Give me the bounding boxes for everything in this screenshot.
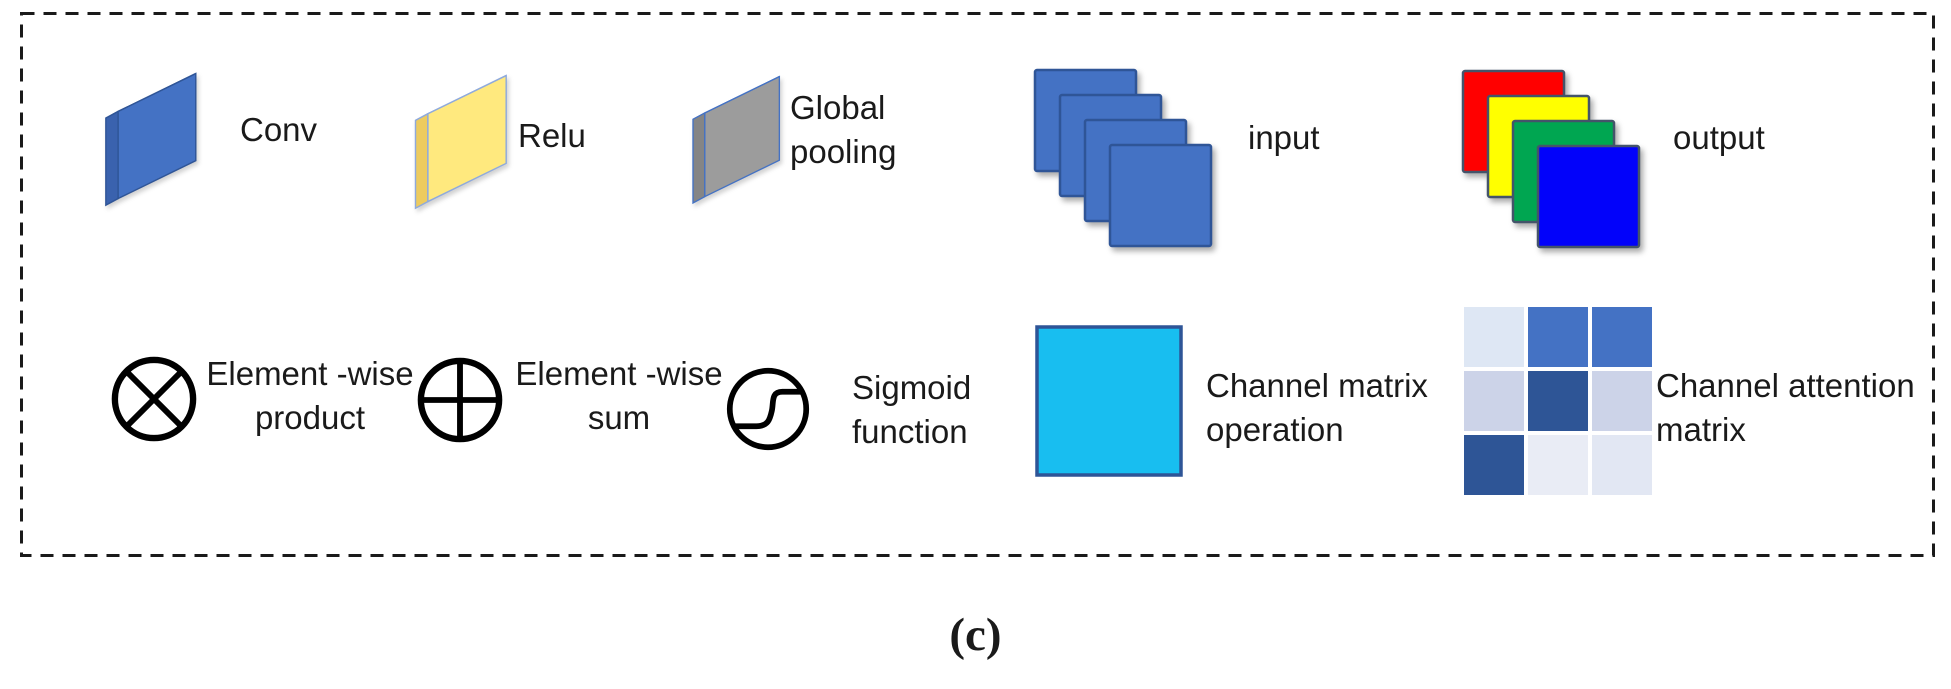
conv-layer-icon xyxy=(105,72,197,207)
channel-attention-matrix-label-line2: matrix xyxy=(1656,411,1746,448)
sigmoid-function-label: Sigmoid function xyxy=(852,366,971,454)
sigmoid-function-icon xyxy=(726,367,810,451)
channel-attention-matrix-label-line1: Channel attention xyxy=(1656,367,1915,404)
channel-matrix-operation-label: Channel matrix operation xyxy=(1206,364,1428,452)
attention-matrix-cell xyxy=(1592,307,1652,367)
figure-caption: (c) xyxy=(949,609,1002,661)
global-pooling-label-line1: Global xyxy=(790,89,886,126)
input-feature-maps-icon xyxy=(1033,68,1213,248)
output-label: output xyxy=(1673,119,1765,156)
attention-matrix-cell xyxy=(1464,307,1524,367)
element-wise-product-icon xyxy=(111,356,197,442)
attention-matrix-cell xyxy=(1528,435,1588,495)
global-pooling-layer-icon xyxy=(692,75,781,205)
element-wise-sum-label-line1: Element -wise xyxy=(515,355,723,392)
element-wise-product-label: Element -wise product xyxy=(198,352,422,440)
sigmoid-function-label-line2: function xyxy=(852,413,968,450)
sigmoid-function-label-line1: Sigmoid xyxy=(852,369,972,406)
relu-label: Relu xyxy=(518,117,586,154)
element-wise-product-label-line2: product xyxy=(254,399,366,436)
channel-matrix-operation-label-line2: operation xyxy=(1206,411,1344,448)
input-label: input xyxy=(1248,119,1320,156)
attention-matrix-cell xyxy=(1592,435,1652,495)
output-feature-maps-icon xyxy=(1461,69,1641,249)
relu-layer-icon xyxy=(414,74,507,210)
attention-matrix-cell xyxy=(1464,371,1524,431)
element-wise-product-label-line1: Element -wise xyxy=(206,355,414,392)
conv-label: Conv xyxy=(240,111,318,148)
attention-matrix-cell xyxy=(1528,307,1588,367)
attention-matrix-cell xyxy=(1464,435,1524,495)
channel-matrix-operation-icon xyxy=(1035,325,1183,477)
channel-attention-matrix-icon xyxy=(1464,307,1652,495)
global-pooling-label-line2: pooling xyxy=(790,133,897,170)
element-wise-sum-label: Element -wise sum xyxy=(510,352,728,440)
attention-matrix-cell xyxy=(1528,371,1588,431)
channel-attention-matrix-label: Channel attention matrix xyxy=(1656,364,1915,452)
global-pooling-label: Global pooling xyxy=(790,86,896,174)
element-wise-sum-icon xyxy=(417,357,503,443)
element-wise-sum-label-line2: sum xyxy=(587,399,651,436)
attention-matrix-cell xyxy=(1592,371,1652,431)
channel-matrix-operation-label-line1: Channel matrix xyxy=(1206,367,1428,404)
